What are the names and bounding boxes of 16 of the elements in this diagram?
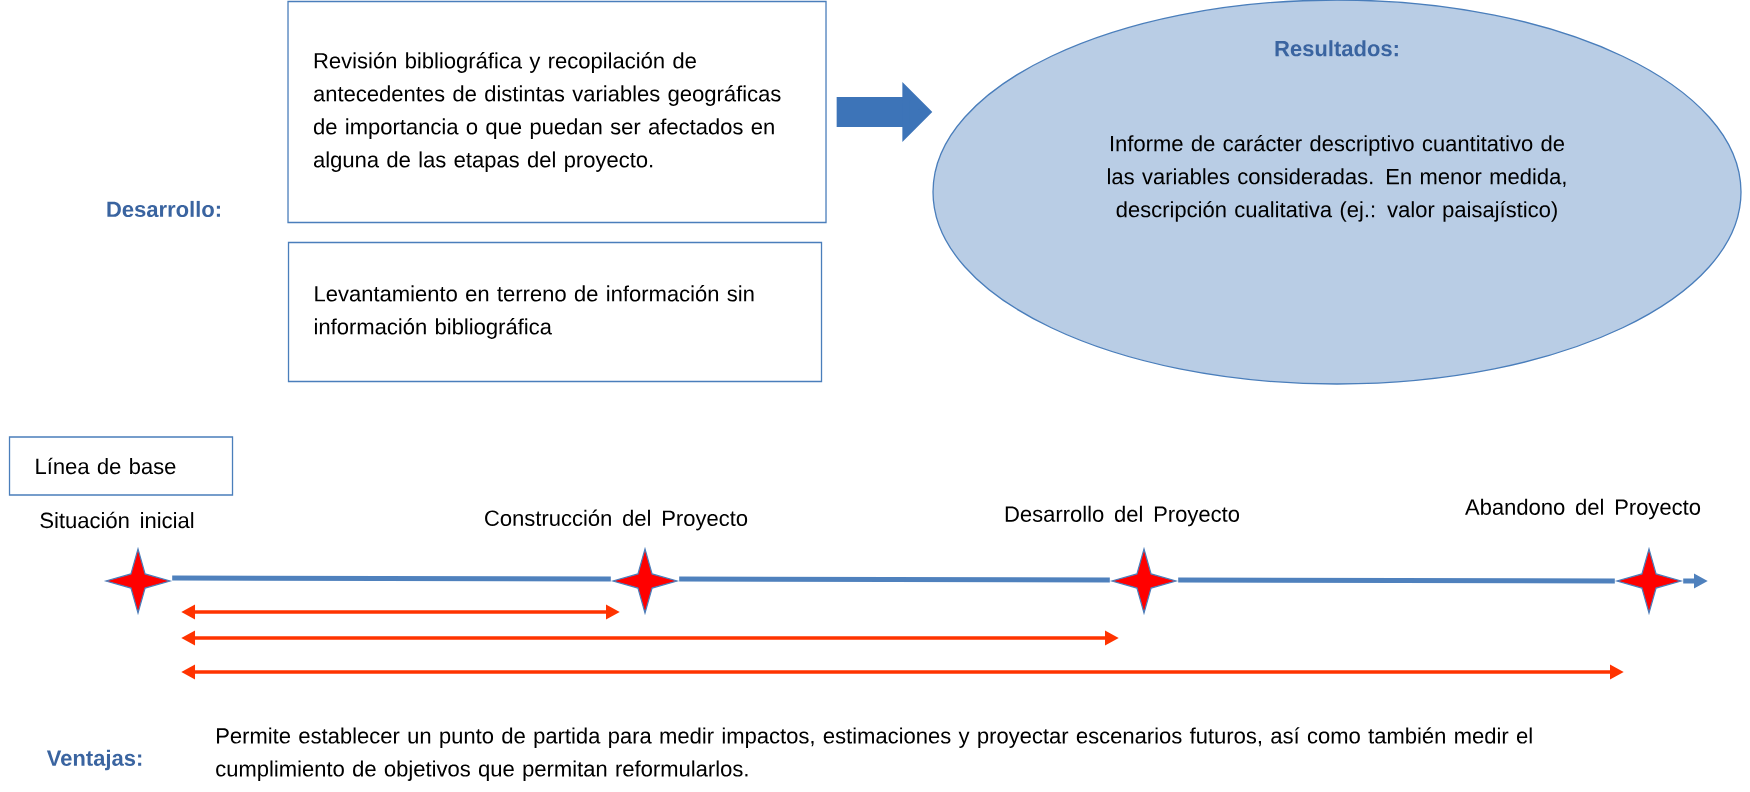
node-label: Informe de carácter descriptivo cuantitativo de las variables consideradas. En menor medida, descripción cualitativa (ej.: valor paisajístico): [1108, 134, 1566, 222]
timeline-segment: [1178, 577, 1615, 584]
advantage-text: Permite establecer un punto de partida para medir impactos, estimaciones y proyectar escenarios futuros, así como también medir el cumplimiento de objetivos que permitan reformularlos.: [216, 727, 1532, 781]
stage-label: Abandono del Proyecto: [1465, 498, 1701, 520]
section-heading: Desarrollo:: [107, 200, 220, 218]
text-box: Revisión bibliográfica y recopilación de antecedentes de distintas variables geográficas de importancia o que puedan ser afectados en alguna de las etapas del proyecto.: [287, 0, 827, 224]
result-ellipse: [932, 0, 1742, 385]
text-box: Línea de base: [8, 436, 234, 496]
section-heading: Ventajas:: [46, 749, 142, 771]
stage-label: Desarrollo del Proyecto: [1005, 505, 1240, 527]
timeline-segment: [679, 576, 1110, 583]
text-box: Levantamiento en terreno de información sin información bibliográfica: [287, 241, 823, 383]
node-label: Resultados:: [1275, 40, 1398, 57]
stage-label: Construcción del Proyecto: [485, 509, 748, 531]
stage-label: Situación inicial: [40, 511, 194, 529]
timeline-segment: [172, 575, 611, 582]
